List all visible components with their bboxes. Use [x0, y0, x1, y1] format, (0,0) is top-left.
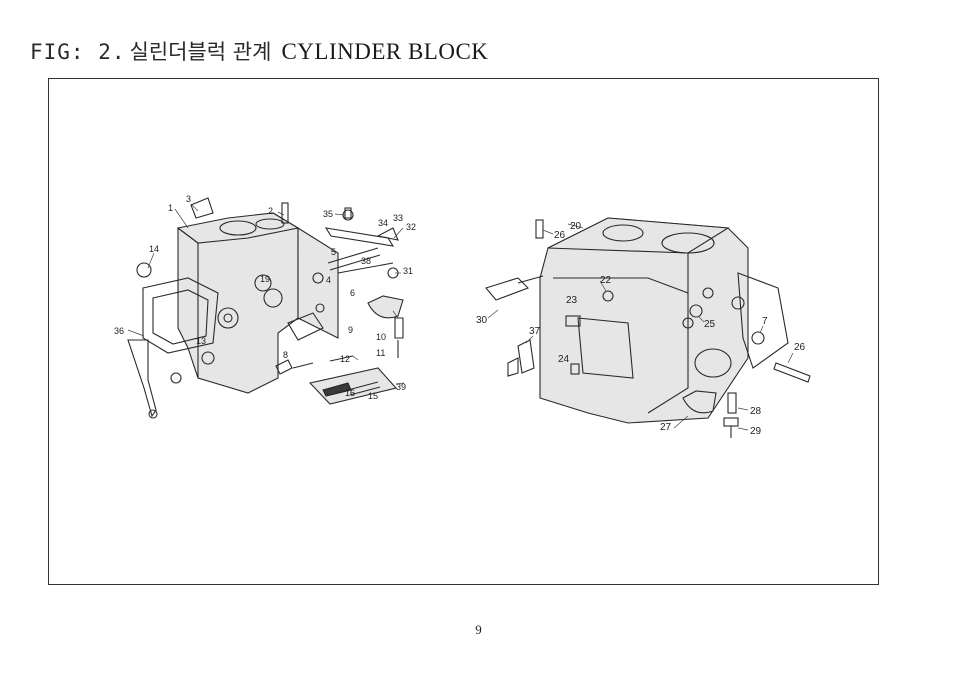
callout-16: 16 — [345, 388, 355, 398]
callout-24: 24 — [558, 354, 570, 365]
exploded-parts-diagram: 3 1 2 35 34 33 32 14 5 38 31 19 4 6 9 36… — [114, 194, 811, 438]
right-callouts: 26 20 22 23 30 37 25 24 7 26 28 27 29 — [476, 221, 806, 437]
callout-10: 10 — [376, 332, 386, 342]
callout-36: 36 — [114, 326, 124, 336]
callout-12: 12 — [340, 354, 350, 364]
callout-9: 9 — [348, 325, 353, 335]
callout-2: 2 — [268, 206, 273, 216]
callout-31: 31 — [403, 266, 413, 276]
callout-13: 13 — [196, 336, 206, 346]
callout-26-top: 26 — [554, 230, 566, 241]
callout-1: 1 — [168, 203, 173, 213]
figure-number: FIG: 2. — [30, 40, 126, 64]
callout-38: 38 — [361, 256, 371, 266]
callout-32: 32 — [406, 222, 416, 232]
right-block-assembly — [485, 217, 811, 438]
callout-5: 5 — [331, 247, 336, 257]
callout-30: 30 — [476, 315, 488, 326]
figure-title: FIG: 2. 실린더블럭 관계 CYLINDER BLOCK — [30, 36, 488, 74]
callout-22: 22 — [600, 275, 612, 286]
figure-title-korean: 실린더블럭 관계 — [129, 40, 272, 64]
callout-8: 8 — [283, 350, 288, 360]
callout-20: 20 — [570, 221, 582, 232]
callout-4: 4 — [326, 275, 331, 285]
callout-29: 29 — [750, 426, 762, 437]
callout-19: 19 — [260, 274, 270, 284]
callout-14: 14 — [149, 244, 159, 254]
page-number: 9 — [475, 622, 482, 637]
callout-15: 15 — [368, 391, 378, 401]
callout-26-right: 26 — [794, 342, 806, 353]
callout-33: 33 — [393, 213, 403, 223]
callout-39: 39 — [396, 382, 406, 392]
callout-34: 34 — [378, 218, 388, 228]
callout-3: 3 — [186, 194, 191, 204]
callout-25: 25 — [704, 319, 716, 330]
callout-23: 23 — [566, 295, 578, 306]
callout-6: 6 — [350, 288, 355, 298]
callout-28: 28 — [750, 406, 762, 417]
callout-35: 35 — [323, 209, 333, 219]
left-block-assembly — [127, 197, 405, 419]
callout-7: 7 — [762, 316, 768, 327]
callout-37: 37 — [529, 326, 541, 337]
callout-11: 11 — [376, 348, 385, 358]
diagram-frame — [48, 78, 879, 585]
figure-title-english: CYLINDER BLOCK — [281, 39, 489, 64]
left-callouts: 3 1 2 35 34 33 32 14 5 38 31 19 4 6 9 36… — [114, 194, 416, 401]
callout-27: 27 — [660, 422, 672, 433]
